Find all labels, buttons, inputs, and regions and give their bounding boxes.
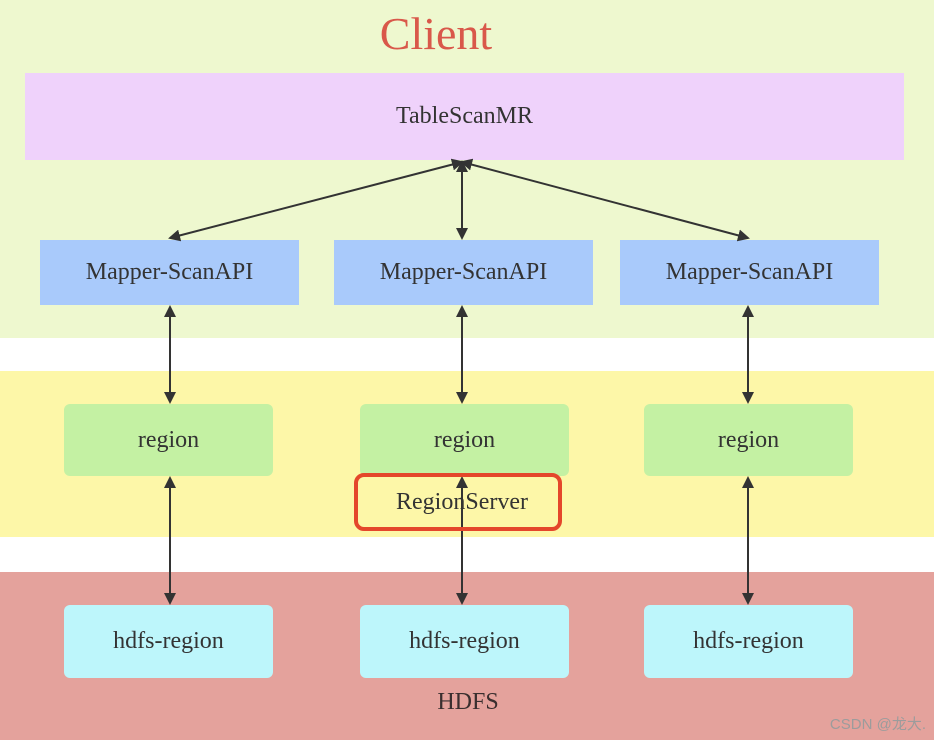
region-node-center: region: [360, 404, 569, 476]
mapper-scanapi-node-right: Mapper-ScanAPI: [620, 240, 879, 305]
mapper-scanapi-node-center: Mapper-ScanAPI: [334, 240, 593, 305]
edge-tablescan-mapper-right: [460, 158, 750, 242]
watermark: CSDN @龙大.: [829, 716, 926, 733]
hdfs-layer-title: HDFS: [437, 689, 499, 715]
edge-tablescan-mapper-left: [168, 158, 464, 242]
hdfs-region-node-left: hdfs-region: [64, 605, 273, 678]
hdfs-region-node-right: hdfs-region: [644, 605, 853, 678]
region-server-highlight-box: [354, 473, 562, 531]
client-layer-title: Client: [379, 8, 493, 59]
region-server-layer-title: RegionServer: [396, 489, 528, 515]
mapper-scanapi-node-left: Mapper-ScanAPI: [40, 240, 299, 305]
table-scan-mr-node: TableScanMR: [25, 73, 904, 160]
region-node-right: region: [644, 404, 853, 476]
hdfs-region-node-center: hdfs-region: [360, 605, 569, 678]
region-node-left: region: [64, 404, 273, 476]
